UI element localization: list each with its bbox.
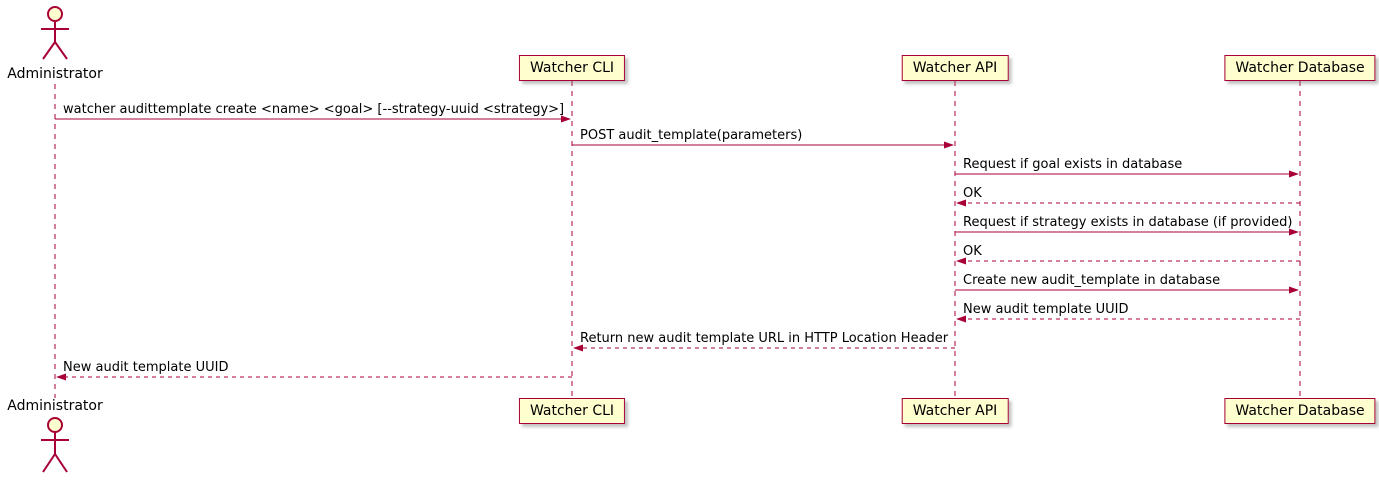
message-4: OK xyxy=(955,186,1300,201)
participant-watcher-api-top: Watcher API xyxy=(901,55,1009,81)
message-4-label: OK xyxy=(963,186,982,201)
message-5-label: Request if strategy exists in database (… xyxy=(963,215,1293,230)
participant-watcher-database-top: Watcher Database xyxy=(1224,55,1376,81)
message-8: New audit template UUID xyxy=(955,302,1300,317)
message-3: Request if goal exists in database xyxy=(955,157,1300,172)
message-7-label: Create new audit_template in database xyxy=(963,273,1221,288)
administrator-label-top: Administrator xyxy=(7,66,103,82)
message-6: OK xyxy=(955,244,1300,259)
administrator-label-bottom: Administrator xyxy=(7,398,103,414)
message-1-label: watcher audittemplate create <name> <goa… xyxy=(63,102,565,117)
participant-watcher-cli-bottom: Watcher CLI xyxy=(518,398,626,424)
administrator-actor-icon-bottom xyxy=(41,417,69,473)
participant-watcher-database-bottom: Watcher Database xyxy=(1224,398,1376,424)
message-8-label: New audit template UUID xyxy=(963,302,1129,317)
message-9: Return new audit template URL in HTTP Lo… xyxy=(572,331,955,346)
message-6-label: OK xyxy=(963,244,982,259)
message-10: New audit template UUID xyxy=(55,360,572,375)
administrator-actor-icon-top xyxy=(41,6,69,60)
message-3-label: Request if goal exists in database xyxy=(963,157,1183,172)
message-9-label: Return new audit template URL in HTTP Lo… xyxy=(580,331,949,346)
message-10-label: New audit template UUID xyxy=(63,360,229,375)
message-1: watcher audittemplate create <name> <goa… xyxy=(55,102,572,117)
message-2-label: POST audit_template(parameters) xyxy=(580,128,803,143)
message-2: POST audit_template(parameters) xyxy=(572,128,955,143)
message-7: Create new audit_template in database xyxy=(955,273,1300,288)
participant-watcher-cli-top: Watcher CLI xyxy=(518,55,626,81)
message-5: Request if strategy exists in database (… xyxy=(955,215,1300,230)
participant-watcher-api-bottom: Watcher API xyxy=(901,398,1009,424)
